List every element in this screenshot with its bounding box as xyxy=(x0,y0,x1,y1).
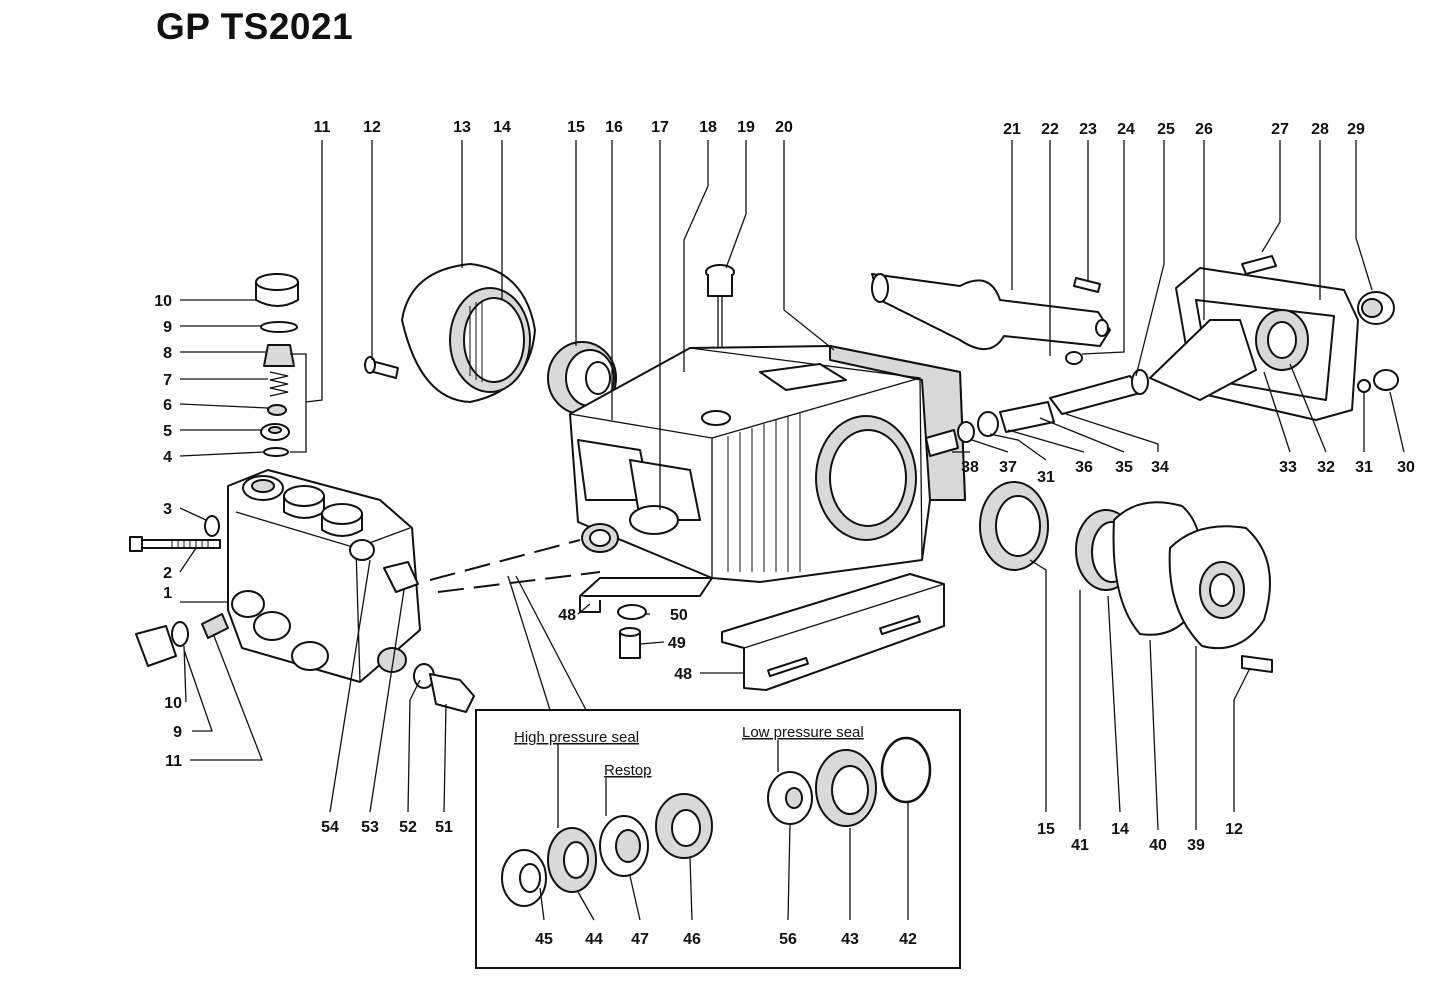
label-28: 28 xyxy=(1311,121,1329,138)
crankshaft xyxy=(871,273,1111,365)
label-12: 12 xyxy=(363,119,381,136)
seal-inset xyxy=(475,575,961,969)
inset-captions: High pressure seal Restop Low pressure s… xyxy=(514,724,864,779)
label-36: 36 xyxy=(1075,459,1093,476)
label-14: 14 xyxy=(493,119,511,136)
part-labels: 1 2 3 4 5 6 7 8 9 10 11 12 13 14 15 16 1… xyxy=(154,119,1415,948)
label-49: 49 xyxy=(668,635,686,652)
label-15: 15 xyxy=(567,119,585,136)
label-43: 43 xyxy=(841,931,859,948)
label-52: 52 xyxy=(399,819,417,836)
crankcase xyxy=(569,345,966,613)
label-42: 42 xyxy=(899,931,917,948)
label-19: 19 xyxy=(737,119,755,136)
screw-49 xyxy=(619,627,641,659)
rear-cover xyxy=(1149,255,1399,421)
label-10: 10 xyxy=(154,293,172,310)
oil-dipstick xyxy=(705,264,735,360)
label-50: 50 xyxy=(670,607,688,624)
connecting-rod xyxy=(925,369,1149,457)
label-17: 17 xyxy=(651,119,669,136)
label-48: 48 xyxy=(558,607,576,624)
label-46: 46 xyxy=(683,931,701,948)
label-2: 2 xyxy=(163,565,172,582)
label-44: 44 xyxy=(585,931,603,948)
alignment-dash-1 xyxy=(429,539,581,581)
label-35: 35 xyxy=(1115,459,1133,476)
label-18: 18 xyxy=(699,119,717,136)
label-7: 7 xyxy=(163,372,172,389)
label-22: 22 xyxy=(1041,121,1059,138)
label-11b: 11 xyxy=(165,753,182,770)
leader-lines xyxy=(179,140,1405,921)
label-12b: 12 xyxy=(1225,821,1243,838)
label-10b: 10 xyxy=(164,695,182,712)
label-31b: 31 xyxy=(1037,469,1055,486)
label-34: 34 xyxy=(1151,459,1169,476)
label-23: 23 xyxy=(1079,121,1097,138)
label-39: 39 xyxy=(1187,837,1205,854)
label-13: 13 xyxy=(453,119,471,136)
valve-stack-parts xyxy=(255,273,307,457)
label-40: 40 xyxy=(1149,837,1167,854)
label-37: 37 xyxy=(999,459,1017,476)
label-25: 25 xyxy=(1157,121,1175,138)
mounting-foot xyxy=(721,573,945,691)
label-31: 31 xyxy=(1355,459,1373,476)
label-45: 45 xyxy=(535,931,553,948)
label-56: 56 xyxy=(779,931,797,948)
label-6: 6 xyxy=(163,397,172,414)
label-16: 16 xyxy=(605,119,623,136)
label-11: 11 xyxy=(314,119,331,136)
label-27: 27 xyxy=(1271,121,1289,138)
caption-high-pressure-seal: High pressure seal xyxy=(514,729,639,746)
label-3: 3 xyxy=(163,501,172,518)
right-bearing-assembly xyxy=(979,481,1273,673)
label-9: 9 xyxy=(163,319,172,336)
label-5: 5 xyxy=(163,423,172,440)
washer-50 xyxy=(617,604,647,620)
label-8: 8 xyxy=(163,345,172,362)
label-26: 26 xyxy=(1195,121,1213,138)
label-33: 33 xyxy=(1279,459,1297,476)
label-41: 41 xyxy=(1071,837,1089,854)
label-4: 4 xyxy=(163,449,172,466)
bearing-left xyxy=(547,341,617,415)
label-53: 53 xyxy=(361,819,379,836)
label-48b: 48 xyxy=(674,666,692,683)
label-1: 1 xyxy=(163,585,172,602)
label-32: 32 xyxy=(1317,459,1335,476)
label-14b: 14 xyxy=(1111,821,1129,838)
label-20: 20 xyxy=(775,119,793,136)
label-30: 30 xyxy=(1397,459,1415,476)
label-9b: 9 xyxy=(173,724,182,741)
label-15b: 15 xyxy=(1037,821,1055,838)
bearing-cover-left xyxy=(364,263,536,403)
label-51: 51 xyxy=(435,819,453,836)
label-54: 54 xyxy=(321,819,339,836)
manifold-head xyxy=(129,469,475,713)
label-24: 24 xyxy=(1117,121,1135,138)
label-29: 29 xyxy=(1347,121,1365,138)
caption-low-pressure-seal: Low pressure seal xyxy=(742,724,864,741)
page-title: GP TS2021 xyxy=(156,6,354,47)
label-38: 38 xyxy=(961,459,979,476)
caption-restop: Restop xyxy=(604,762,652,779)
label-21: 21 xyxy=(1003,121,1021,138)
label-47: 47 xyxy=(631,931,649,948)
